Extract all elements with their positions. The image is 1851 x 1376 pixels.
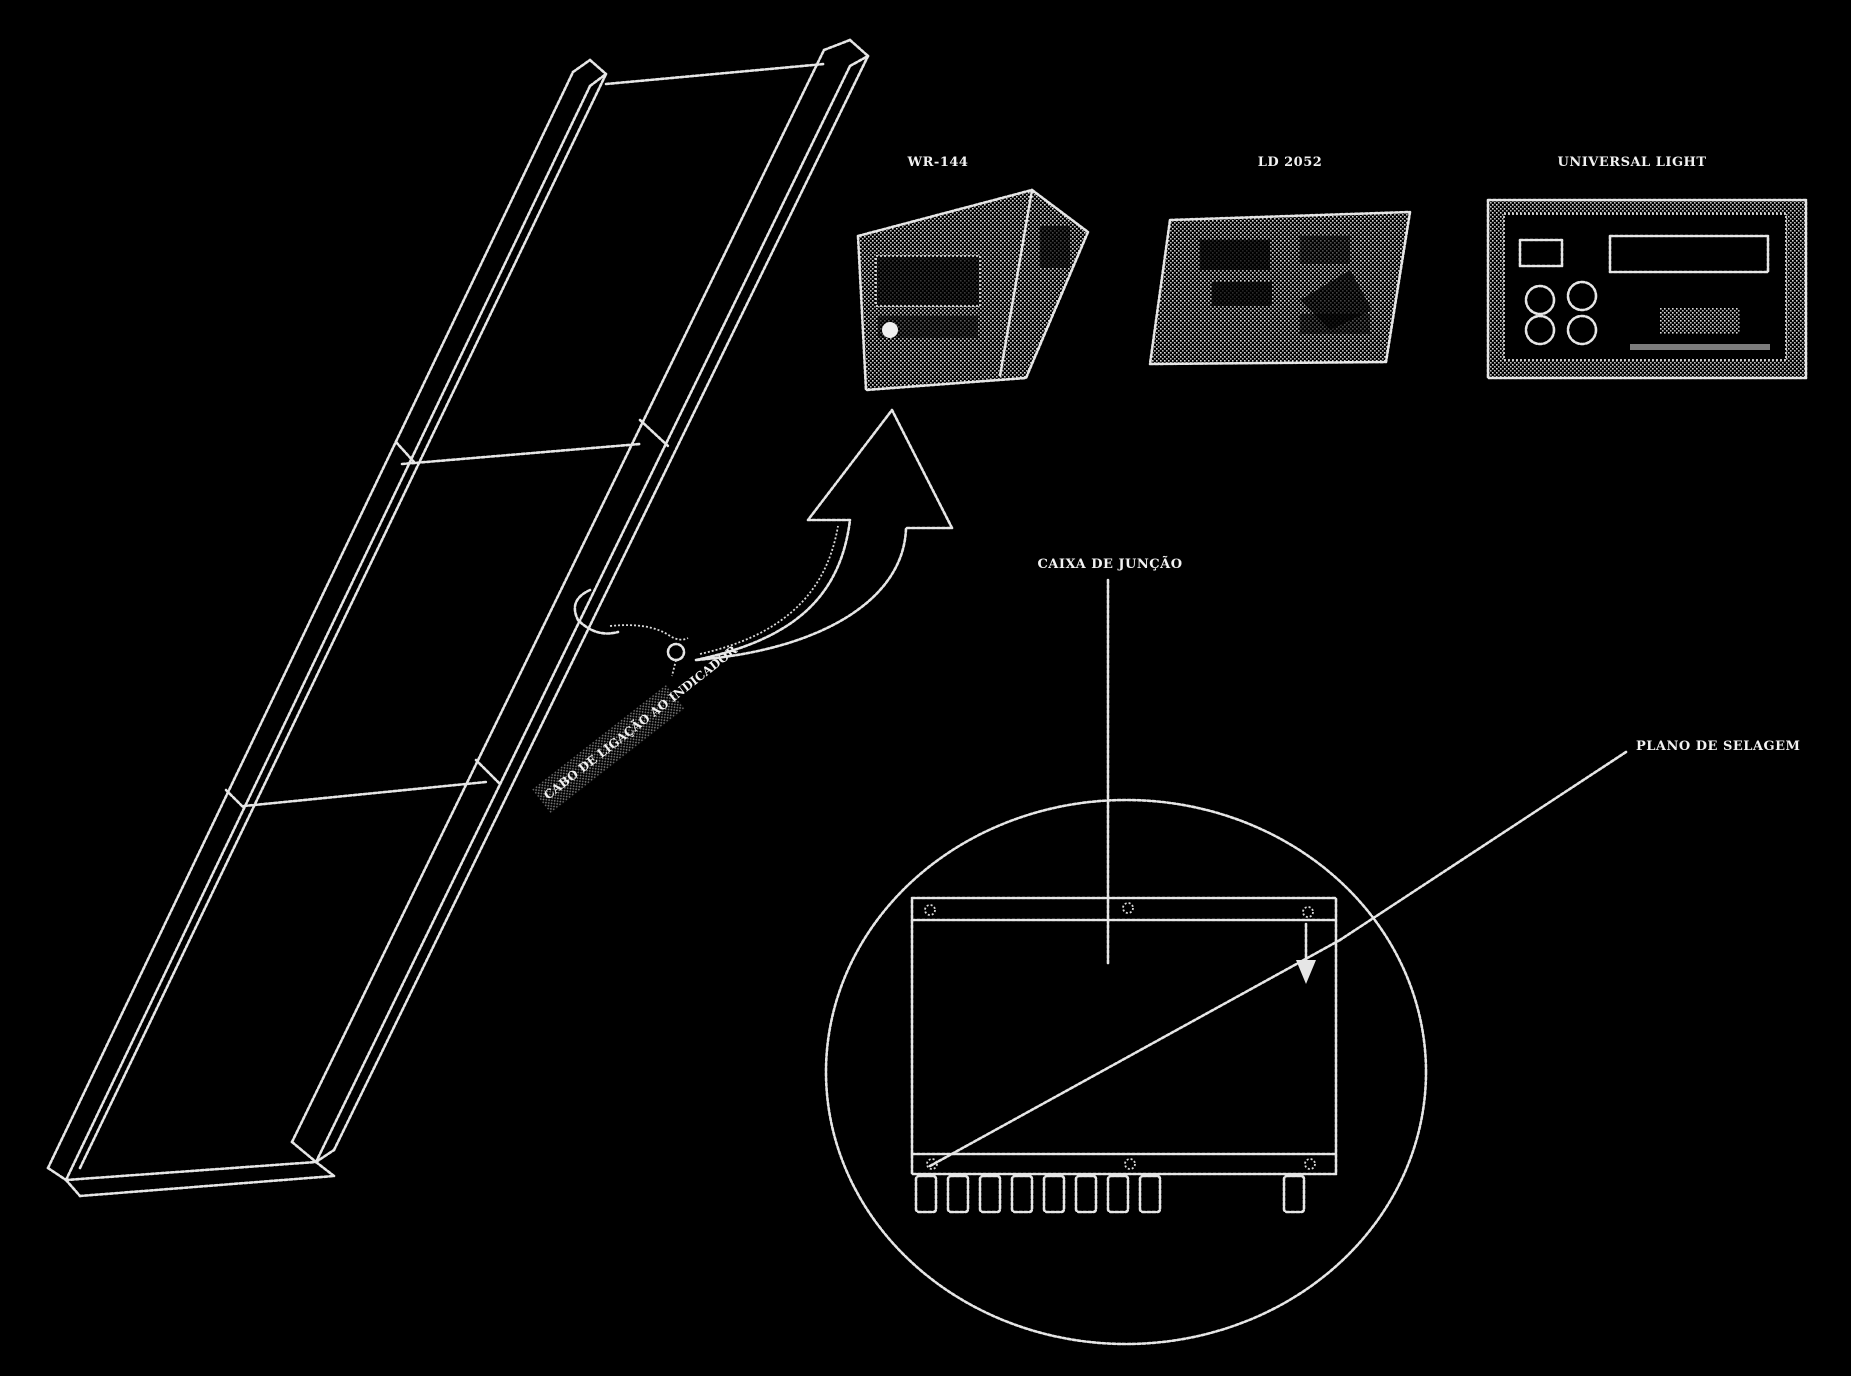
junction-box — [910, 896, 1342, 1176]
junction-box-detail: CAIXA DE JUNÇÃO PLANO DE SELAGEM — [824, 556, 1800, 1346]
left-rail — [46, 58, 608, 1182]
indicator-ld2052: LD 2052 — [1148, 155, 1412, 366]
indicator-universal-light: UNIVERSAL LIGHT — [1486, 155, 1808, 380]
indicator-3-label: UNIVERSAL LIGHT — [1557, 155, 1706, 170]
curved-arrow-icon — [694, 408, 954, 662]
indicator-2-label: LD 2052 — [1258, 155, 1323, 170]
cable-glands — [914, 1174, 1306, 1214]
cable-assembly — [573, 588, 689, 677]
indicator-1-label: WR-144 — [907, 155, 969, 170]
junction-box-label: CAIXA DE JUNÇÃO — [1037, 556, 1182, 572]
indicator-wr144: WR-144 — [856, 155, 1090, 392]
cable-tag: CABO DE LIGAÇÃO AO INDICADOR — [532, 642, 741, 814]
platform-scale: CABO DE LIGAÇÃO AO INDICADOR — [46, 38, 870, 1198]
down-arrow-icon — [1296, 922, 1316, 984]
right-rail — [290, 38, 870, 1164]
sealing-plan-label: PLANO DE SELAGEM — [1636, 739, 1800, 754]
deck-beams — [64, 62, 826, 1198]
